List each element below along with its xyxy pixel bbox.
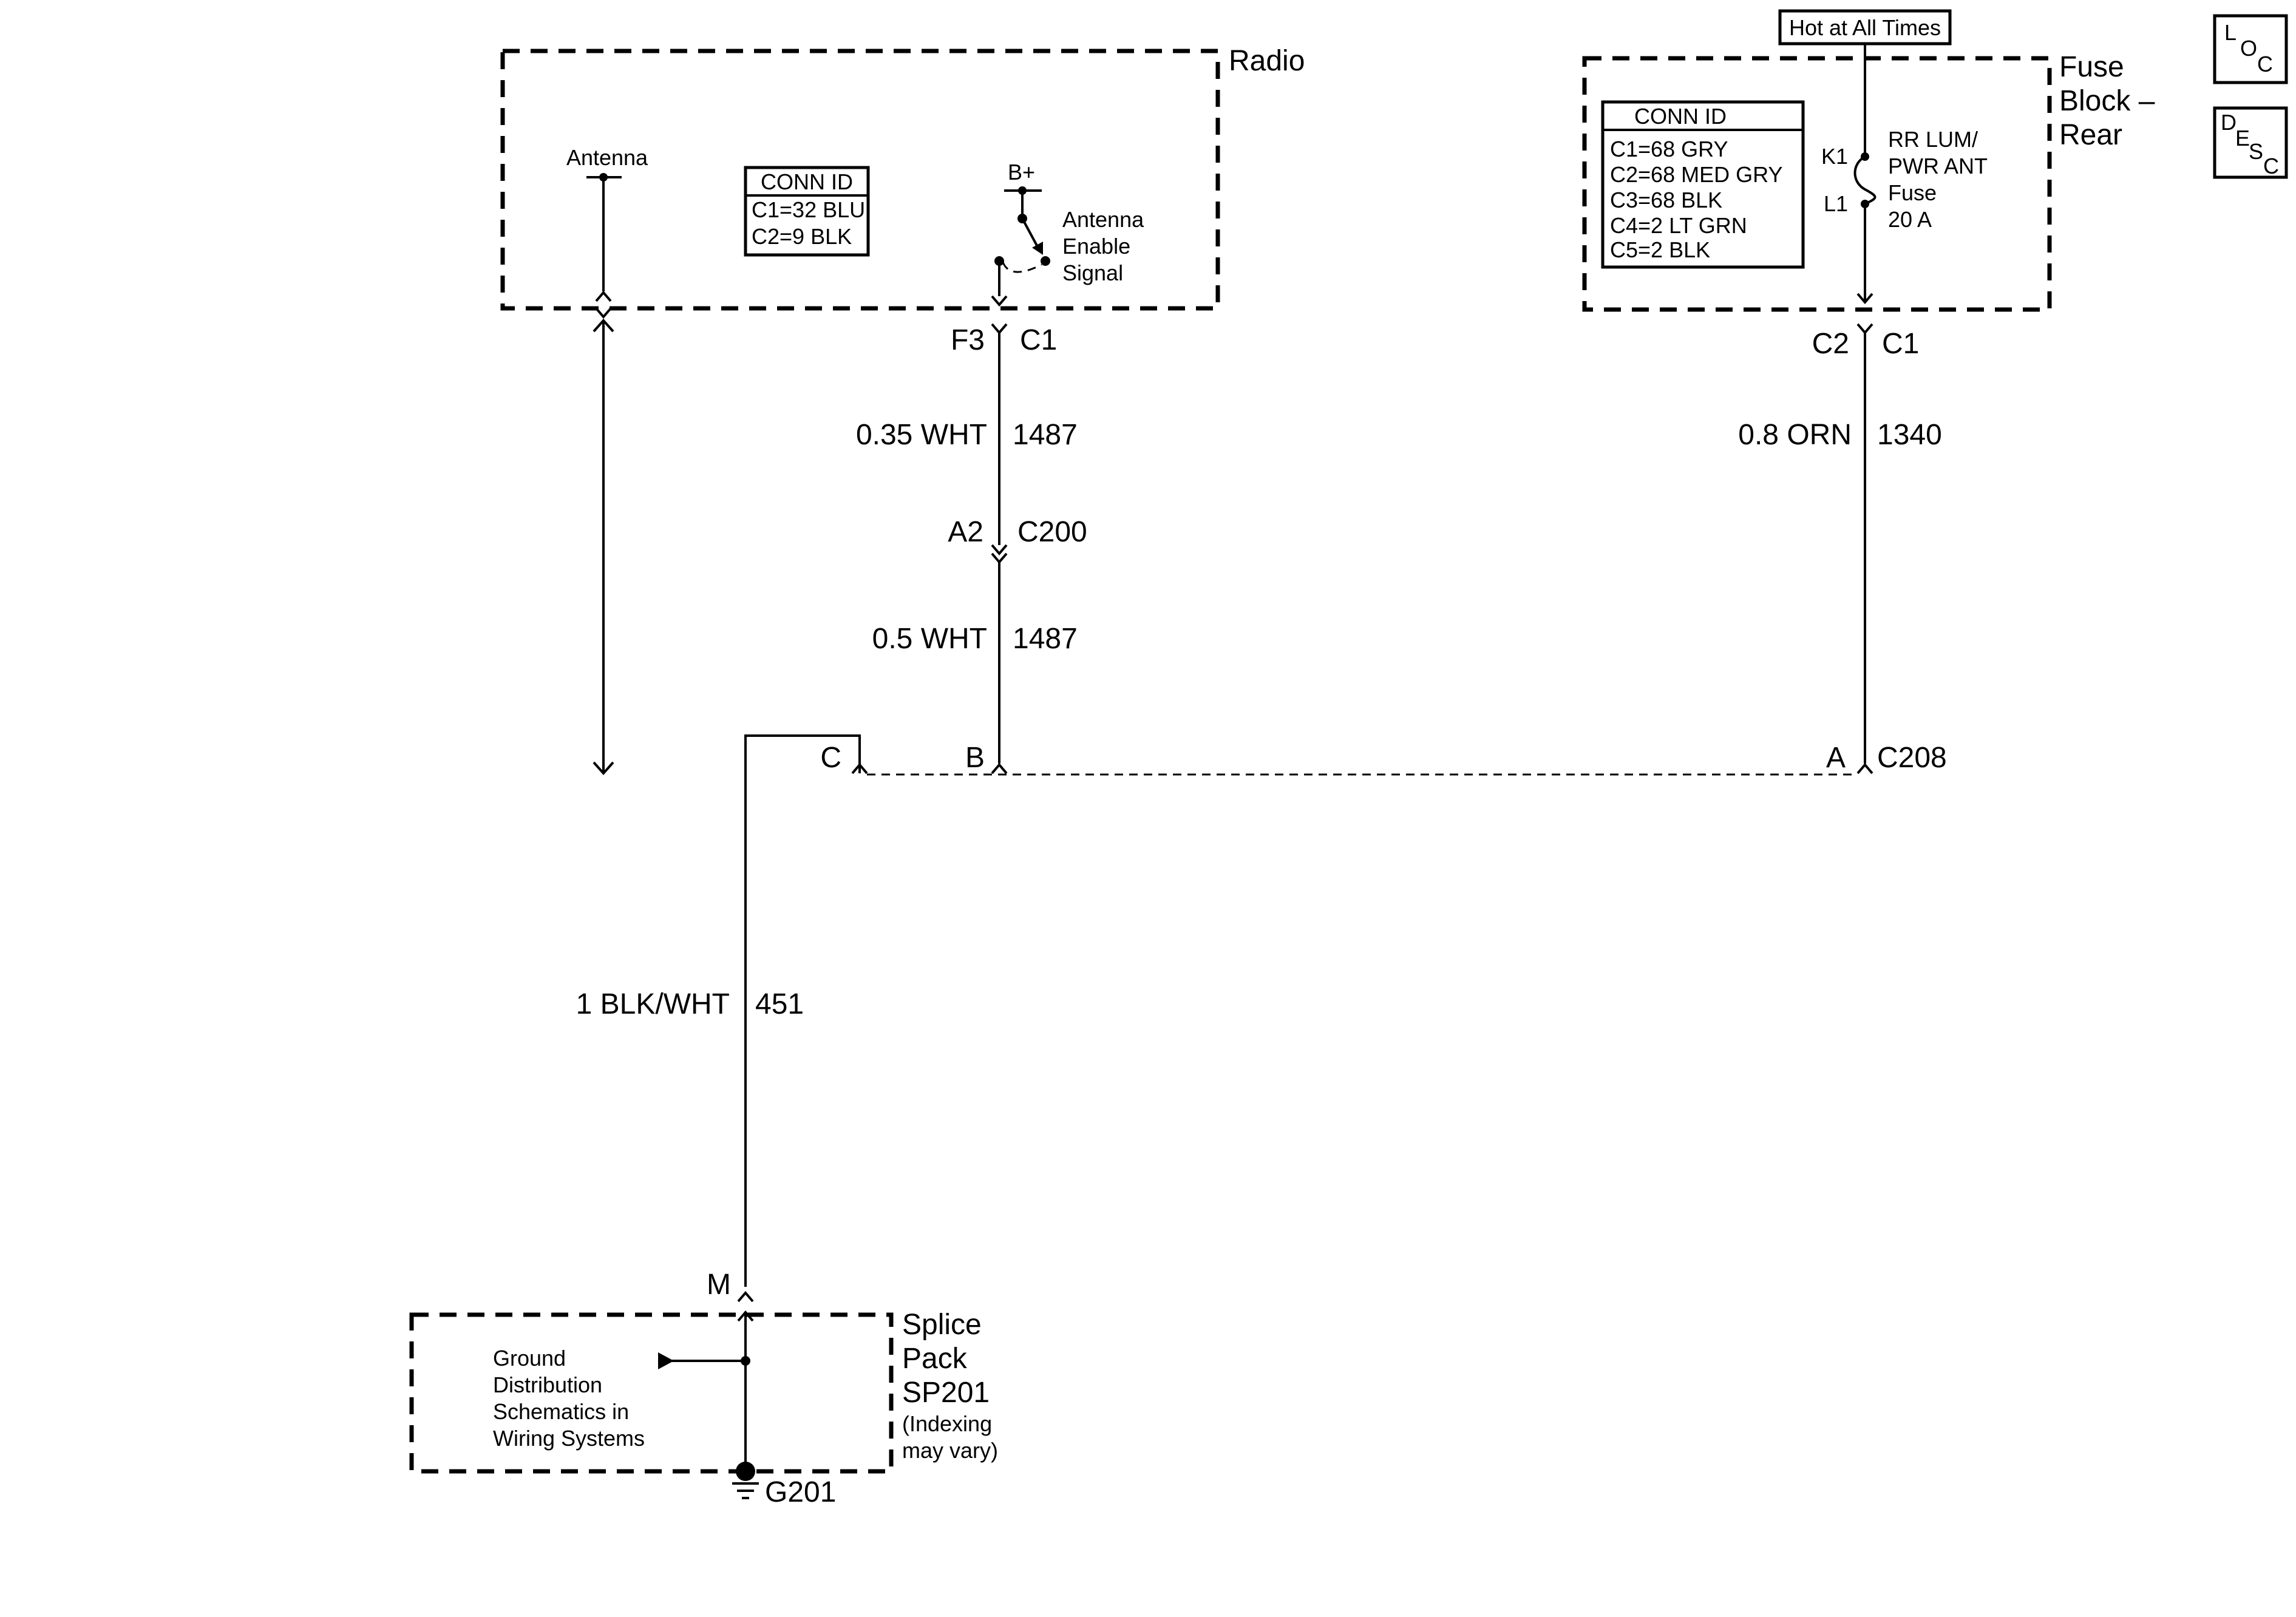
radio-conn-id-table: CONN ID C1=32 BLU C2=9 BLK bbox=[744, 166, 870, 257]
splice-pack-title: Pack bbox=[902, 1343, 968, 1375]
fuse-label: RR LUM/ bbox=[1888, 127, 1978, 152]
splice-pack-boundary bbox=[409, 1312, 894, 1474]
inline-connector-icon bbox=[991, 544, 1008, 556]
c208-pin-b: B bbox=[965, 742, 985, 774]
ground-ref-label: Ground bbox=[493, 1346, 566, 1371]
antenna-enable-label: Enable bbox=[1062, 234, 1130, 259]
conn-id-row: C2=68 MED GRY bbox=[1610, 162, 1782, 187]
radio-module: Radio Antenna CONN ID C1=32 BLU C2=9 BLK… bbox=[500, 45, 1305, 776]
connector-icon bbox=[737, 1310, 754, 1322]
radio-boundary bbox=[500, 49, 1220, 311]
conn-id-row: C1=32 BLU bbox=[752, 197, 865, 222]
wire-circuit: 451 bbox=[755, 988, 804, 1020]
ground-label: G201 bbox=[765, 1476, 836, 1508]
wire-color: 0.8 ORN bbox=[1738, 419, 1852, 451]
splice-pack-title: Splice bbox=[902, 1309, 982, 1341]
svg-text:L: L bbox=[2224, 20, 2237, 45]
ground-ref-label: Wiring Systems bbox=[493, 1426, 645, 1451]
radio-wire-1487: F3 C1 0.35 WHT 1487 A2 C200 0.5 WHT 1487 bbox=[856, 295, 1087, 764]
fuse-wire-1340: C2 C1 0.8 ORN 1340 bbox=[1738, 323, 1942, 764]
connector-icon bbox=[991, 762, 1008, 775]
hot-at-all-times-box bbox=[1778, 9, 1952, 46]
conn-id-row: C2=9 BLK bbox=[752, 224, 852, 249]
arrow-up-icon bbox=[593, 318, 614, 333]
fuse-block-rear: Fuse Block – Rear Hot at All Times CONN … bbox=[1582, 9, 2155, 312]
fuse-pin: C2 bbox=[1812, 328, 1849, 360]
c208-pin-c: C bbox=[820, 742, 841, 774]
conn-id-row: C1=68 GRY bbox=[1610, 137, 1728, 161]
description-button[interactable]: D E S C bbox=[2213, 106, 2288, 179]
inline-connector: C200 bbox=[1017, 516, 1087, 548]
hot-at-all-times-label: Hot at All Times bbox=[1789, 15, 1941, 40]
splice-pack-note: (Indexing bbox=[902, 1411, 992, 1436]
antenna-label: Antenna bbox=[566, 145, 648, 170]
radio-pin: F3 bbox=[951, 324, 985, 356]
antenna-connector-icon bbox=[595, 290, 612, 302]
description-icon[interactable] bbox=[2213, 106, 2288, 179]
radio-title: Radio bbox=[1229, 45, 1305, 77]
connector-icon bbox=[1856, 293, 1873, 305]
antenna-enable-label: Signal bbox=[1062, 260, 1123, 285]
fuse-connector: C1 bbox=[1882, 328, 1919, 360]
fuse-label: PWR ANT bbox=[1888, 154, 1988, 178]
ground-ref-label: Distribution bbox=[493, 1372, 602, 1397]
splice-pin: M bbox=[707, 1269, 731, 1301]
connector-icon bbox=[1856, 323, 1873, 335]
fuse-icon bbox=[1853, 155, 1877, 205]
splice-pack-title: SP201 bbox=[902, 1377, 990, 1409]
fuse-block-boundary bbox=[1582, 56, 2052, 312]
wire-color: 0.5 WHT bbox=[872, 623, 987, 655]
bplus-label: B+ bbox=[1008, 160, 1035, 185]
connector-icon bbox=[991, 323, 1008, 335]
fuse-block-title: Rear bbox=[2059, 119, 2122, 151]
fuse-terminal-l1: L1 bbox=[1824, 191, 1848, 216]
svg-text:C: C bbox=[2263, 154, 2279, 178]
wire-color: 0.35 WHT bbox=[856, 419, 987, 451]
svg-text:D: D bbox=[2221, 110, 2237, 135]
c208-name: C208 bbox=[1877, 742, 1947, 774]
conn-id-header: CONN ID bbox=[761, 169, 853, 194]
c208-pin-a: A bbox=[1826, 742, 1846, 774]
location-button[interactable]: L O C bbox=[2213, 14, 2288, 84]
conn-id-row: C5=2 BLK bbox=[1610, 237, 1710, 262]
fuse-block-title: Fuse bbox=[2059, 51, 2124, 83]
fuse-block-title: Block – bbox=[2059, 85, 2155, 117]
fuse-conn-id-table: CONN ID C1=68 GRY C2=68 MED GRY C3=68 BL… bbox=[1601, 100, 1805, 269]
wire-circuit: 1487 bbox=[1013, 419, 1078, 451]
conn-id-row: C4=2 LT GRN bbox=[1610, 213, 1747, 238]
wire-color: 1 BLK/WHT bbox=[576, 988, 730, 1020]
ground-ref-label: Schematics in bbox=[493, 1399, 629, 1424]
radio-connector: C1 bbox=[1020, 324, 1057, 356]
antenna-enable-label: Antenna bbox=[1062, 207, 1144, 232]
splice-pack-note: may vary) bbox=[902, 1438, 998, 1463]
c208-connector: C B A C208 bbox=[820, 742, 1947, 776]
inline-pin: A2 bbox=[948, 516, 983, 548]
connector-icon bbox=[991, 295, 1008, 307]
svg-text:E: E bbox=[2235, 126, 2250, 151]
fuse-terminal-k1: K1 bbox=[1821, 144, 1848, 169]
switch-icon bbox=[1021, 218, 1041, 251]
fuse-label: 20 A bbox=[1888, 207, 1932, 232]
conn-id-row: C3=68 BLK bbox=[1610, 188, 1722, 212]
switch-linkage bbox=[1002, 262, 1042, 273]
wire-circuit: 1487 bbox=[1013, 623, 1078, 655]
ground-icon bbox=[732, 1482, 759, 1499]
arrow-right-icon bbox=[658, 1352, 674, 1369]
fuse-label: Fuse bbox=[1888, 180, 1937, 205]
ground-wire-451: 1 BLK/WHT 451 bbox=[576, 734, 861, 1287]
ground-node bbox=[736, 1462, 755, 1481]
svg-text:O: O bbox=[2240, 36, 2257, 61]
connector-icon bbox=[1856, 762, 1873, 775]
connector-icon bbox=[737, 1290, 754, 1303]
svg-text:C: C bbox=[2257, 52, 2273, 76]
switch-arrow-icon bbox=[1032, 242, 1043, 255]
location-icon[interactable] bbox=[2213, 14, 2288, 84]
svg-text:S: S bbox=[2249, 139, 2263, 164]
arrow-down-icon bbox=[593, 761, 614, 776]
wire-circuit: 1340 bbox=[1877, 419, 1942, 451]
conn-id-header: CONN ID bbox=[1634, 104, 1727, 129]
splice-pack-sp201: Splice Pack SP201 (Indexing may vary) M … bbox=[409, 1269, 998, 1508]
